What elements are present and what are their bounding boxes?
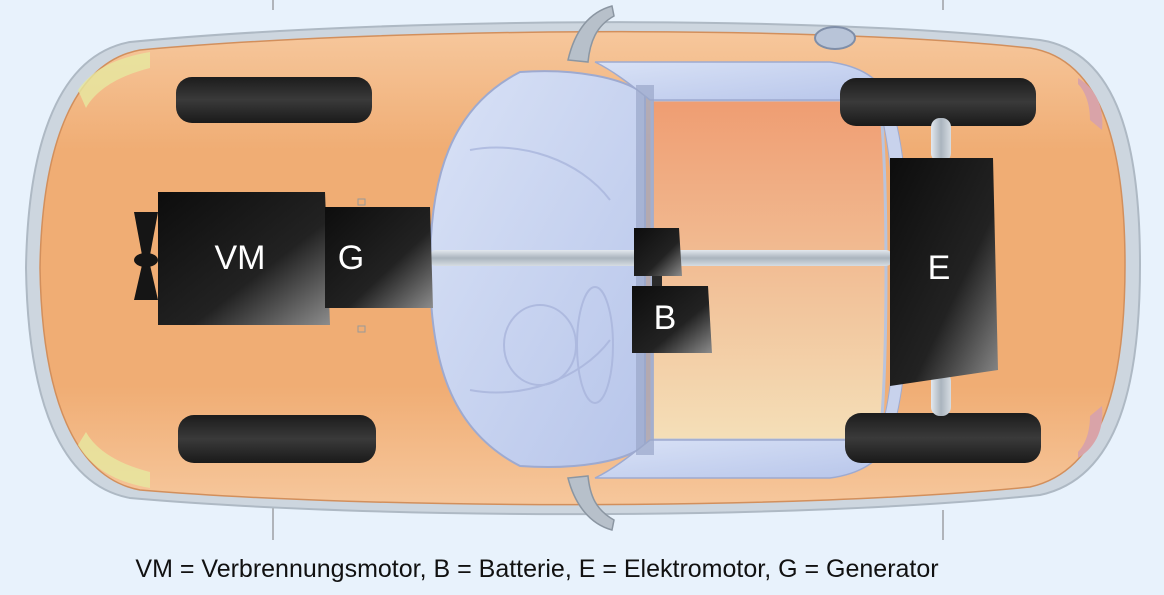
motor-block [890,158,998,386]
battery-label: B [654,299,677,337]
tire-rear-bottom [845,413,1041,463]
engine-label: VM [215,239,266,277]
tire-front-top [176,77,372,123]
connector [652,276,662,288]
marker-top [357,198,366,206]
windshield [428,70,646,469]
rear-light-bottom [1078,406,1103,458]
mirror-top [567,5,615,63]
engine-block [158,192,330,325]
mirror-bottom [567,475,615,531]
generator-label: G [338,239,364,277]
tires [176,77,1041,463]
legend-text: VM = Verbrennungsmotor, B = Batterie, E … [135,555,939,583]
cabin-area [650,98,888,442]
tire-front-bottom [178,415,376,463]
fuel-cap [814,26,856,50]
generator-block [325,207,433,308]
motor-label: E [928,249,951,287]
front-light-right [78,432,150,488]
tire-rear-top [840,78,1036,126]
axle-guide-lines [272,0,944,540]
inverter-block [634,228,682,276]
front-light-left [78,52,150,108]
rear-axle-bottom [931,372,951,416]
battery-block [632,286,712,353]
fan-icon [134,212,158,300]
rear-axle-top [931,118,951,162]
rear-light-top [1078,78,1103,130]
marker-bottom [357,325,366,333]
interior-ghost [469,146,614,404]
